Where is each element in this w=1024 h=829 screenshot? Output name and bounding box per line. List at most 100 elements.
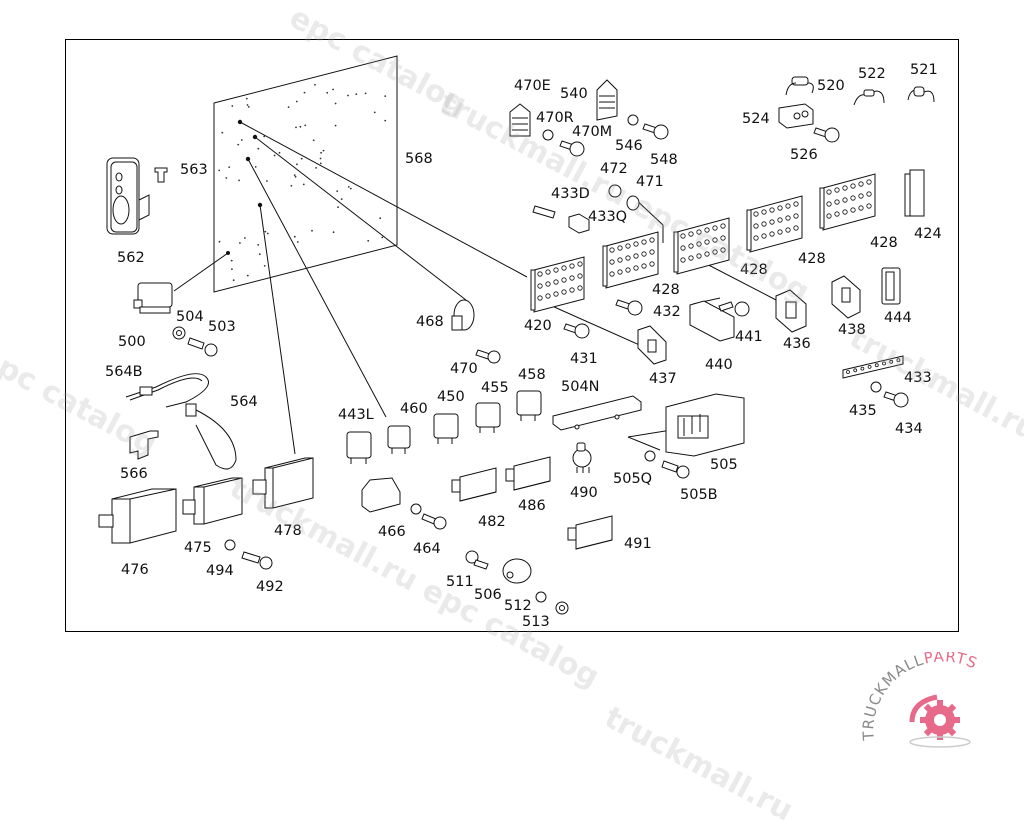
label-440[interactable]: 440 (705, 357, 733, 373)
part-466[interactable] (361, 477, 401, 513)
part-522[interactable] (853, 89, 885, 106)
part-443L[interactable] (346, 431, 372, 464)
label-475[interactable]: 475 (184, 540, 212, 556)
label-548[interactable]: 548 (650, 152, 678, 168)
label-437[interactable]: 437 (649, 371, 677, 387)
label-470E[interactable]: 470E (514, 78, 551, 94)
label-464[interactable]: 464 (413, 541, 441, 557)
part-440[interactable] (689, 300, 735, 342)
label-428-d[interactable]: 428 (870, 235, 898, 251)
label-520[interactable]: 520 (817, 78, 845, 94)
part-472[interactable] (608, 184, 622, 198)
part-478[interactable] (252, 457, 314, 509)
label-438[interactable]: 438 (838, 322, 866, 338)
label-470M[interactable]: 470M (572, 124, 613, 140)
label-500[interactable]: 500 (118, 334, 146, 350)
part-563[interactable] (154, 167, 168, 183)
part-505B[interactable] (661, 460, 690, 479)
part-504N[interactable] (552, 395, 642, 431)
label-491[interactable]: 491 (624, 536, 652, 552)
label-444[interactable]: 444 (884, 310, 912, 326)
part-500[interactable] (133, 282, 173, 314)
part-564[interactable] (185, 403, 237, 470)
part-468[interactable] (451, 299, 475, 331)
part-475[interactable] (182, 477, 243, 525)
part-433Q[interactable] (568, 213, 590, 234)
part-435[interactable] (870, 381, 882, 393)
label-470R[interactable]: 470R (536, 110, 574, 126)
label-540[interactable]: 540 (560, 86, 588, 102)
label-521[interactable]: 521 (910, 62, 938, 78)
part-521[interactable] (907, 86, 935, 103)
label-492[interactable]: 492 (256, 579, 284, 595)
part-492[interactable] (241, 551, 273, 570)
label-490[interactable]: 490 (570, 485, 598, 501)
label-420[interactable]: 420 (524, 318, 552, 334)
part-504[interactable] (172, 326, 186, 340)
part-464[interactable] (410, 503, 447, 530)
label-470[interactable]: 470 (450, 361, 478, 377)
part-490[interactable] (572, 442, 592, 473)
part-434[interactable] (883, 391, 909, 408)
label-432[interactable]: 432 (653, 304, 681, 320)
label-563[interactable]: 563 (180, 162, 208, 178)
label-505B[interactable]: 505B (680, 487, 718, 503)
label-566[interactable]: 566 (120, 466, 148, 482)
part-506[interactable] (502, 558, 532, 584)
label-450[interactable]: 450 (437, 389, 465, 405)
label-428-a[interactable]: 428 (652, 282, 680, 298)
part-476[interactable] (98, 488, 177, 544)
label-562[interactable]: 562 (117, 250, 145, 266)
part-470[interactable] (475, 349, 501, 364)
label-455[interactable]: 455 (481, 380, 509, 396)
label-436[interactable]: 436 (783, 336, 811, 352)
label-568[interactable]: 568 (405, 151, 433, 167)
label-441[interactable]: 441 (735, 329, 763, 345)
label-434[interactable]: 434 (895, 421, 923, 437)
label-524[interactable]: 524 (742, 111, 770, 127)
truckmall-parts-logo[interactable]: TRUCKMALLPARTS (852, 647, 1022, 750)
label-460[interactable]: 460 (400, 401, 428, 417)
label-546[interactable]: 546 (615, 138, 643, 154)
part-458[interactable] (516, 390, 542, 421)
part-562[interactable] (106, 157, 150, 235)
label-512[interactable]: 512 (504, 598, 532, 614)
label-482[interactable]: 482 (478, 514, 506, 530)
label-471[interactable]: 471 (636, 174, 664, 190)
part-564B[interactable] (125, 373, 209, 408)
label-458[interactable]: 458 (518, 367, 546, 383)
part-438[interactable] (831, 275, 861, 319)
label-505[interactable]: 505 (710, 457, 738, 473)
part-491[interactable] (567, 515, 613, 550)
label-443L[interactable]: 443L (338, 407, 374, 423)
part-460[interactable] (387, 425, 411, 454)
label-472[interactable]: 472 (600, 161, 628, 177)
label-433Q[interactable]: 433Q (588, 209, 628, 225)
label-478[interactable]: 478 (274, 523, 302, 539)
part-520[interactable] (785, 76, 814, 96)
part-486[interactable] (505, 456, 551, 491)
label-505Q[interactable]: 505Q (613, 471, 653, 487)
part-432[interactable] (615, 299, 643, 316)
label-506[interactable]: 506 (474, 587, 502, 603)
part-455[interactable] (475, 402, 501, 433)
part-433D[interactable] (532, 205, 556, 219)
part-503[interactable] (187, 337, 218, 357)
label-526[interactable]: 526 (790, 147, 818, 163)
label-494[interactable]: 494 (206, 563, 234, 579)
label-564B[interactable]: 564B (105, 364, 143, 380)
part-424[interactable] (904, 169, 925, 217)
label-504N[interactable]: 504N (561, 379, 600, 395)
part-540[interactable] (596, 79, 618, 121)
part-471[interactable] (626, 195, 640, 211)
part-513[interactable] (555, 601, 569, 615)
label-433D[interactable]: 433D (551, 186, 590, 202)
label-466[interactable]: 466 (378, 524, 406, 540)
part-470M[interactable] (542, 129, 585, 157)
part-546[interactable] (627, 114, 639, 126)
part-494[interactable] (224, 539, 236, 551)
label-428-b[interactable]: 428 (740, 262, 768, 278)
label-486[interactable]: 486 (518, 498, 546, 514)
part-450[interactable] (433, 413, 459, 444)
label-435[interactable]: 435 (849, 403, 877, 419)
